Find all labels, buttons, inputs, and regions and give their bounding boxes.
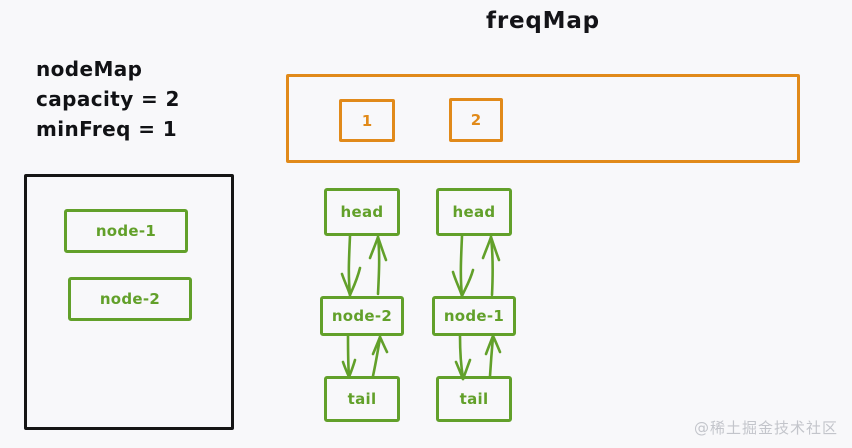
linked-list-freq-2: head node-1 tail [428,188,548,428]
freq-map-container [286,74,800,163]
linked-list-freq-1-tail: tail [324,376,400,422]
linked-list-freq-2-head: head [436,188,512,236]
freq-map-title: freqMap [486,8,600,34]
linked-list-freq-1-node: node-2 [320,296,404,336]
node-map-info-text: nodeMap capacity = 2 minFreq = 1 [36,54,266,144]
node-map-info-line-0: nodeMap [36,57,143,81]
node-map-entry-node-1: node-1 [64,209,188,253]
linked-list-freq-2-node: node-1 [432,296,516,336]
node-map-info-line-1: capacity = 2 [36,87,180,111]
linked-list-freq-2-tail: tail [436,376,512,422]
freq-map-key-1: 1 [339,99,395,142]
freq-map-key-2: 2 [449,98,503,142]
watermark: @稀土掘金技术社区 [693,419,838,437]
linked-list-freq-1-head: head [324,188,400,236]
node-map-entry-node-2: node-2 [68,277,192,321]
node-map-info-line-2: minFreq = 1 [36,117,178,141]
node-map-container [24,174,234,430]
linked-list-freq-1: head node-2 tail [316,188,436,428]
